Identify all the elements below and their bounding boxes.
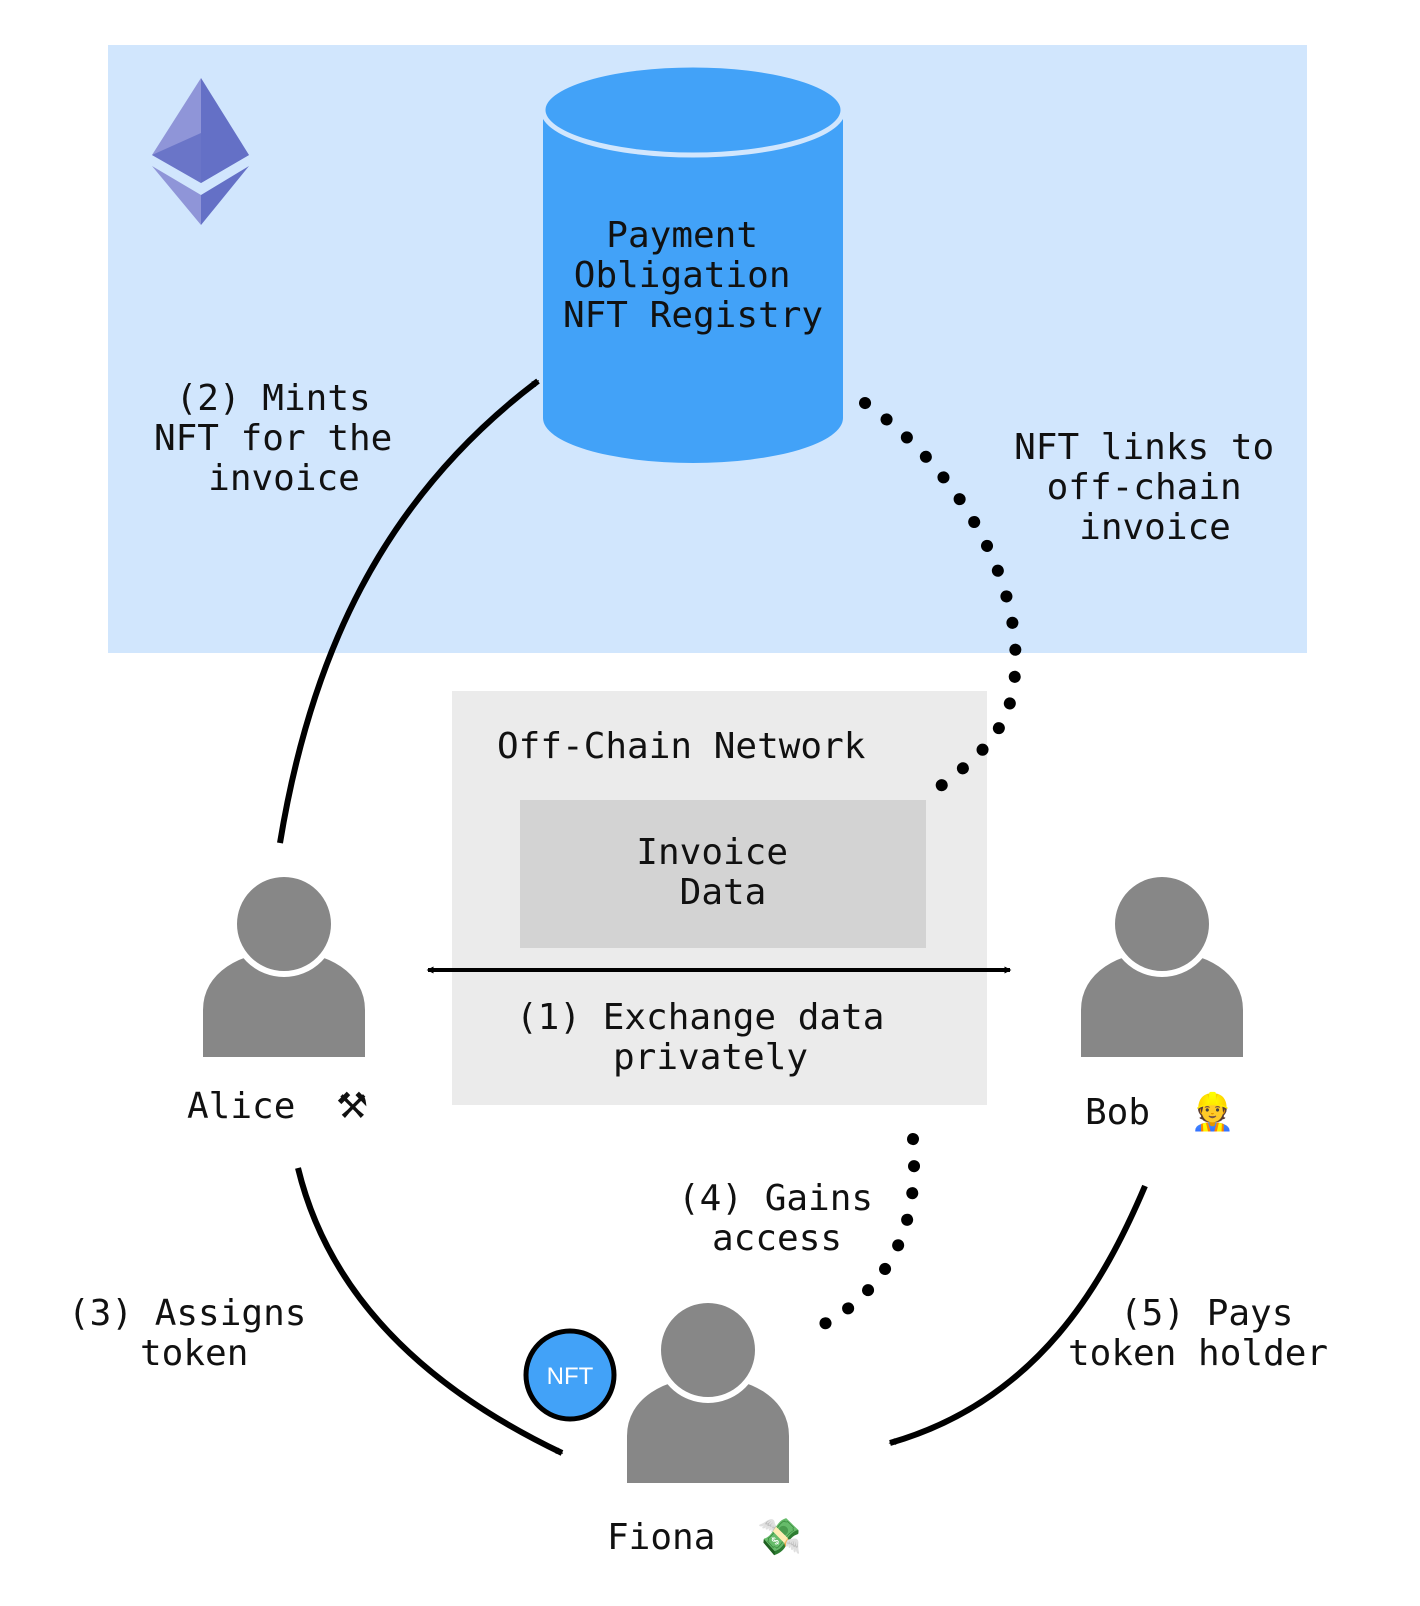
ethereum-logo-icon	[152, 78, 249, 225]
nft-links-label-line: invoice	[1079, 507, 1231, 548]
bob-person-icon	[1075, 871, 1249, 1063]
assigns-label-line: token	[140, 1333, 248, 1374]
registry-label: Payment Obligation NFT Registry	[563, 215, 823, 336]
nft-links-label-line: off-chain	[1047, 467, 1242, 508]
registry-label-line: Payment	[606, 215, 758, 256]
gains-access-label: (4) Gains access	[678, 1178, 895, 1259]
nft-links-dotted-path	[859, 397, 1022, 794]
assigns-label-line: (3) Assigns	[68, 1293, 306, 1334]
pays-label-line: token holder	[1068, 1333, 1328, 1374]
nft-registry-database: Payment Obligation NFT Registry	[540, 62, 846, 463]
mints-arrow	[277, 378, 540, 844]
pays-arrow	[888, 1184, 1148, 1446]
mints-label-line: invoice	[208, 458, 360, 499]
registry-label-line: NFT Registry	[563, 295, 823, 336]
hammer-and-wrench-icon: ⚒	[336, 1086, 368, 1127]
invoice-data-line: Data	[680, 872, 767, 913]
gains-access-label-line: access	[712, 1218, 842, 1259]
mints-label-line: (2) Mints	[176, 378, 371, 419]
assigns-label: (3) Assigns token	[68, 1293, 328, 1374]
registry-cylinder-body	[543, 110, 843, 463]
pays-label: (5) Pays token holder	[1068, 1293, 1328, 1374]
alice-person-icon	[197, 871, 371, 1063]
pays-label-line: (5) Pays	[1120, 1293, 1293, 1334]
exchange-label-line: privately	[613, 1037, 808, 1078]
registry-label-line: Obligation	[574, 255, 791, 296]
nft-badge-label: NFT	[547, 1363, 594, 1390]
invoice-data-line: Invoice	[636, 832, 788, 873]
nft-links-label-line: NFT links to	[1014, 427, 1274, 468]
exchange-label: (1) Exchange data privately	[516, 997, 906, 1078]
money-with-wings-icon: 💸	[757, 1517, 802, 1558]
assigns-arrow	[295, 1167, 564, 1456]
gains-access-label-line: (4) Gains	[678, 1178, 873, 1219]
nft-links-label: NFT links to off-chain invoice	[1014, 427, 1296, 548]
fiona-person-icon	[621, 1297, 795, 1489]
mints-label-line: NFT for the	[154, 418, 392, 459]
bob-name: Bob	[1085, 1092, 1150, 1133]
mints-label: (2) Mints NFT for the invoice	[154, 378, 414, 499]
fiona-name: Fiona	[607, 1517, 715, 1558]
offchain-network-title: Off-Chain Network	[497, 726, 866, 767]
nft-token-badge: NFT	[523, 1328, 617, 1422]
registry-cylinder-top	[540, 62, 846, 158]
exchange-label-line: (1) Exchange data	[516, 997, 884, 1038]
invoice-data-box	[520, 800, 926, 948]
construction-worker-icon: 👷	[1190, 1091, 1235, 1133]
invoice-data-label: Invoice Data	[636, 832, 809, 913]
alice-name: Alice	[187, 1086, 295, 1127]
